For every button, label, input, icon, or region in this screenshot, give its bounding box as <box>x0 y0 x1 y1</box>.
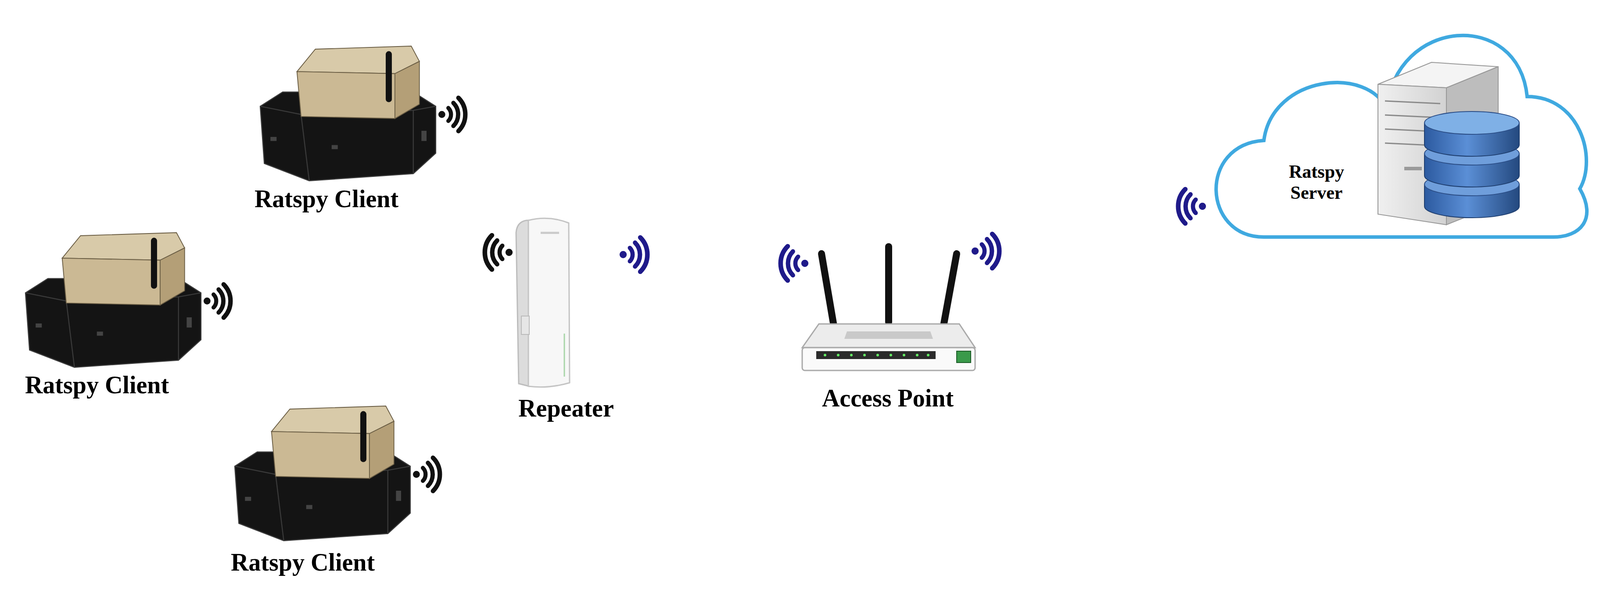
wifi-symbol <box>1178 189 1206 224</box>
repeater-logo <box>540 231 560 234</box>
node-label: Access Point <box>821 383 954 413</box>
client-device <box>234 405 440 541</box>
cloud-outline <box>1216 35 1587 237</box>
node-label: Ratspy Client <box>254 184 399 213</box>
node-label: Ratspy Client <box>25 370 169 399</box>
wifi-symbol <box>619 237 648 272</box>
antenna <box>943 253 957 326</box>
antenna <box>885 246 893 323</box>
wifi-symbol <box>780 246 809 281</box>
client-device <box>25 232 231 368</box>
repeater-front <box>528 218 570 388</box>
wifi-symbol <box>484 235 513 270</box>
repeater-strip <box>563 333 566 377</box>
server-cloud-node: Ratspy Server <box>1208 25 1587 240</box>
client-device <box>260 46 466 181</box>
repeater-tab <box>521 315 530 335</box>
router-front <box>802 347 976 371</box>
repeater-side <box>516 220 530 387</box>
node-label: Ratspy Client <box>230 548 375 577</box>
router-device <box>802 246 976 371</box>
database-symbol <box>1424 111 1520 218</box>
router-top <box>802 323 976 348</box>
repeater-node: Repeater <box>500 219 632 427</box>
client-node: Ratspy Client <box>238 43 415 218</box>
client-node: Ratspy Client <box>215 402 391 581</box>
access-point-node: Access Point <box>795 245 980 417</box>
client-node: Ratspy Client <box>9 229 185 404</box>
node-label: Repeater <box>518 394 614 423</box>
led-strip <box>816 351 936 359</box>
wifi-symbol <box>971 233 1000 269</box>
router-label <box>844 331 933 339</box>
node-label: Ratspy Server <box>1272 161 1361 204</box>
antenna <box>821 253 834 326</box>
repeater-device <box>516 218 570 388</box>
router-port <box>956 351 971 363</box>
leds <box>823 353 930 357</box>
